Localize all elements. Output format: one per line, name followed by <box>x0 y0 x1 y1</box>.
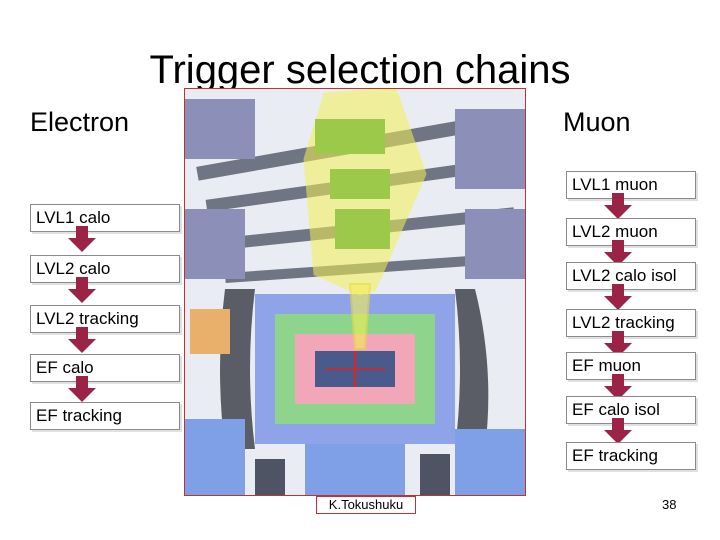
muon-step-ef-calo-isol: EF calo isol <box>566 396 696 424</box>
slide-title: Trigger selection chains <box>149 48 571 92</box>
electron-step-lvl2-calo: LVL2 calo <box>30 255 180 283</box>
electron-step-lvl2-tracking: LVL2 tracking <box>30 305 180 333</box>
page-number: 38 <box>662 497 677 512</box>
muon-step-lvl2-muon: LVL2 muon <box>566 218 696 246</box>
author-footer: K.Tokushuku <box>316 496 416 514</box>
electron-heading: Electron <box>30 107 130 137</box>
arrow-down-icon <box>68 376 96 402</box>
arrow-down-icon <box>604 331 632 357</box>
electron-step-lvl1-calo: LVL1 calo <box>30 204 180 232</box>
muon-step-lvl2-calo-isol: LVL2 calo isol <box>566 262 696 290</box>
muon-step-ef-muon: EF muon <box>566 352 696 380</box>
muon-step-lvl2-tracking: LVL2 tracking <box>566 309 696 337</box>
muon-heading: Muon <box>563 107 631 137</box>
arrow-down-icon <box>604 284 632 310</box>
arrow-down-icon <box>604 193 632 219</box>
muon-step-ef-tracking: EF tracking <box>566 442 696 470</box>
detector-illustration <box>184 88 526 496</box>
arrow-down-icon <box>68 277 96 303</box>
arrow-down-icon <box>68 327 96 353</box>
arrow-down-icon <box>68 226 96 252</box>
electron-step-ef-tracking: EF tracking <box>30 402 180 430</box>
arrow-down-icon <box>604 374 632 400</box>
arrow-down-icon <box>604 240 632 266</box>
muon-step-lvl1-muon: LVL1 muon <box>566 171 696 199</box>
arrow-down-icon <box>604 418 632 444</box>
electron-step-ef-calo: EF calo <box>30 354 180 382</box>
